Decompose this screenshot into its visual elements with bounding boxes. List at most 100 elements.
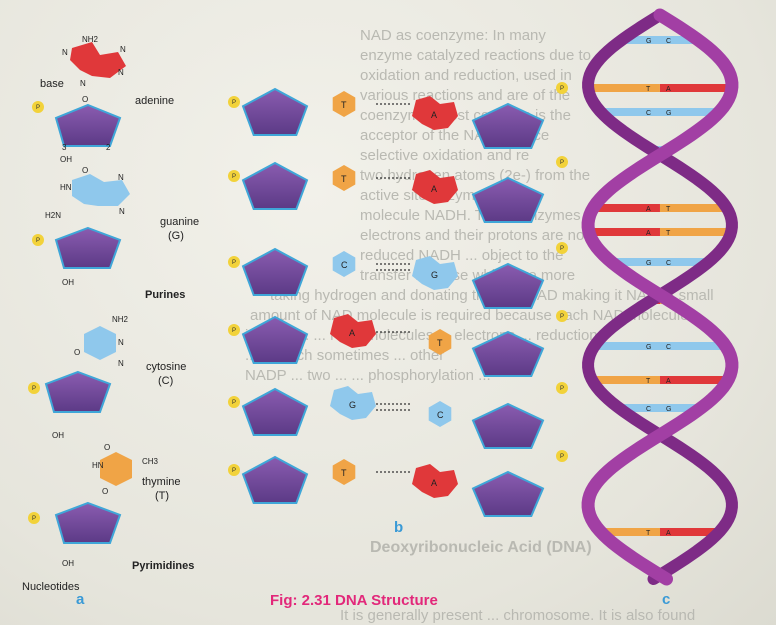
phosphate-label: P (560, 314, 564, 320)
thymine-o-2: O (104, 443, 110, 452)
cytosine-nh2: NH2 (112, 315, 129, 324)
rung-right-half (660, 258, 709, 266)
phosphate-icon (228, 170, 240, 182)
rung-right-letter: T (666, 230, 671, 237)
panel-letter-b: b (394, 519, 403, 536)
base-left (332, 91, 356, 117)
base-left-letter: T (341, 174, 347, 184)
rung-left-letter: T (646, 530, 651, 537)
rung-left-half (618, 404, 660, 412)
base-left-letter: T (341, 100, 347, 110)
thymine-ch3: CH3 (142, 457, 159, 466)
sugar-pentagon-left (241, 161, 309, 210)
rung-left-half (611, 258, 661, 266)
rung-left-letter: A (646, 206, 651, 213)
cytosine-sugar (44, 370, 112, 413)
figure-caption: Fig: 2.31 DNA Structure (270, 592, 438, 609)
thymine-base-shape (100, 452, 132, 486)
phosphate-icon (228, 256, 240, 268)
rung-right-letter: A (666, 530, 671, 537)
rung-right-letter: C (666, 344, 671, 351)
phosphate-label: P (560, 386, 564, 392)
phosphate-icon (556, 450, 568, 462)
phosphate-icon (32, 101, 44, 113)
base-right (428, 401, 452, 427)
thymine-hn: HN (92, 461, 104, 470)
adenine-o: O (82, 95, 88, 104)
adenine-c2: 2 (106, 143, 111, 152)
sugar-pentagon-left (241, 455, 309, 504)
rung-left-half (592, 376, 661, 384)
rung-left-letter: T (646, 86, 651, 93)
base-right (428, 329, 452, 355)
phosphate-label: P (560, 160, 564, 166)
background-text-line: selective oxidation and re (360, 147, 529, 164)
thymine-abbr: (T) (155, 490, 169, 502)
guanine-o: O (82, 166, 88, 175)
rung-left-letter: G (646, 260, 651, 267)
thymine-sugar (54, 501, 122, 544)
rung-left-letter: C (646, 406, 651, 413)
base-left-letter: G (349, 400, 356, 410)
rung-right-half (660, 108, 720, 116)
sugar-pentagon-left (241, 387, 309, 436)
phosphate-icon (32, 234, 44, 246)
adenine-n-label-3: N (62, 48, 68, 57)
guanine-h2n: H2N (45, 211, 61, 220)
cytosine-o: O (74, 348, 80, 357)
phosphate-icon (556, 82, 568, 94)
sugar-pentagon-right (471, 102, 545, 149)
phosphate-label: P (32, 516, 36, 522)
phosphate-label: P (560, 454, 564, 460)
background-text-line: various reactions and are of the (360, 87, 570, 104)
nucleotide-pair: P T A P (228, 82, 568, 149)
phosphate-label: P (232, 174, 236, 180)
background-text-line: amount of NAD molecule is required becau… (250, 307, 689, 324)
background-text-line: two hydrogen atoms (2e-) from the (360, 167, 590, 184)
thymine-oh: OH (62, 559, 74, 568)
background-text-line: Deoxyribonucleic Acid (DNA) (370, 539, 592, 556)
thymine-nucleotide: CH3 HN O O thymine (T) OH P (28, 443, 181, 568)
rung-left-half (594, 342, 661, 350)
phosphate-label: P (232, 100, 236, 106)
phosphate-label: P (560, 86, 564, 92)
base-right-letter: G (431, 270, 438, 280)
base-right-letter: A (431, 110, 437, 120)
background-text-line: enzyme catalyzed reactions due to (360, 47, 591, 64)
sugar-pentagon-right (471, 402, 545, 449)
sugar-pentagon-right (471, 262, 545, 309)
adenine-name: adenine (135, 95, 174, 107)
helix-strand-front (581, 8, 739, 586)
phosphate-label: P (232, 468, 236, 474)
sugar-pentagon-left (241, 315, 309, 364)
phosphate-icon (28, 512, 40, 524)
phosphate-icon (556, 382, 568, 394)
base-left (332, 459, 356, 485)
sugar-pentagon-right (471, 330, 545, 377)
background-text-line: electrons and their protons are now (360, 227, 595, 244)
cytosine-name: cytosine (146, 361, 186, 373)
background-text-line: It is generally present ... chromosome. … (340, 607, 695, 624)
rung-left-half (600, 108, 661, 116)
guanine-sugar (54, 226, 122, 269)
rung-left-half (588, 84, 660, 92)
base-right-letter: A (431, 478, 437, 488)
guanine-name: guanine (160, 216, 199, 228)
adenine-nh2: NH2 (82, 35, 99, 44)
background-text-line: NADP ... two ... ... phosphorylation ... (245, 367, 491, 384)
background-text-line: NAD as coenzyme: In many (360, 27, 546, 44)
cytosine-n: N (118, 338, 124, 347)
base-label: base (40, 78, 64, 90)
guanine-nucleotide: O HN H2N N N guanine (G) OH P (32, 166, 199, 287)
sugar-pentagon-left (241, 87, 309, 136)
cytosine-abbr: (C) (158, 375, 173, 387)
base-left (332, 165, 356, 191)
phosphate-label: P (232, 400, 236, 406)
